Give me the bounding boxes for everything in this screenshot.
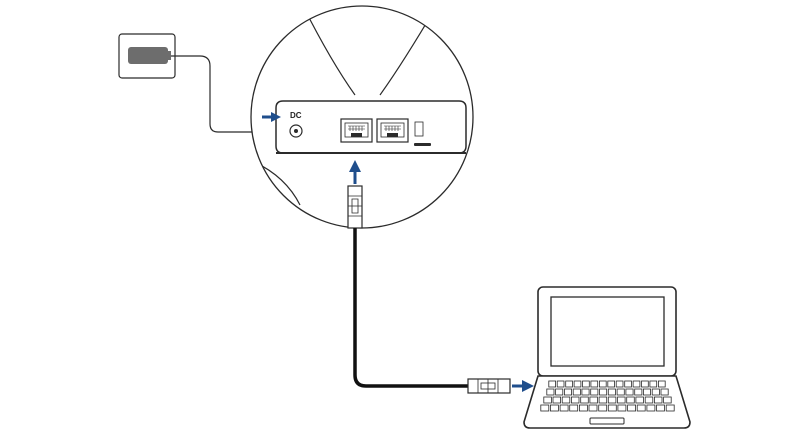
keyboard-key bbox=[546, 388, 555, 396]
ethernet-plug-icon bbox=[347, 185, 363, 229]
router-zoom-circle: DC bbox=[250, 5, 474, 229]
keyboard-key bbox=[598, 404, 608, 412]
keyboard-key bbox=[646, 404, 656, 412]
keyboard-key bbox=[643, 388, 652, 396]
keyboard-key bbox=[607, 380, 615, 388]
ethernet-plug-icon bbox=[467, 378, 511, 394]
keyboard-key bbox=[616, 388, 625, 396]
power-cable bbox=[171, 55, 262, 133]
keyboard-key bbox=[644, 396, 654, 404]
keyboard-key bbox=[540, 404, 550, 412]
keyboard-key bbox=[615, 380, 624, 388]
keyboard-key bbox=[607, 404, 617, 412]
laptop-keyboard bbox=[540, 380, 675, 412]
keyboard-key bbox=[636, 404, 646, 412]
keyboard-key bbox=[564, 388, 573, 396]
keyboard-key bbox=[569, 404, 579, 412]
keyboard-key bbox=[580, 396, 589, 404]
keyboard-key bbox=[598, 396, 608, 404]
laptop-icon bbox=[523, 286, 691, 429]
keyboard-key bbox=[627, 404, 636, 412]
keyboard-key bbox=[582, 380, 590, 388]
keyboard-key bbox=[599, 388, 608, 396]
keyboard-key bbox=[599, 380, 607, 388]
keyboard-key bbox=[649, 380, 658, 388]
ethernet-port-icon bbox=[340, 118, 373, 143]
keyboard-key bbox=[634, 388, 643, 396]
keyboard-key bbox=[617, 396, 626, 404]
keyboard-key bbox=[590, 380, 599, 388]
keyboard-key bbox=[651, 388, 660, 396]
keyboard-key bbox=[565, 380, 573, 388]
keyboard-key bbox=[573, 380, 582, 388]
dc-arrow-icon bbox=[262, 112, 281, 122]
keyboard-key bbox=[632, 380, 641, 388]
keyboard-key bbox=[641, 380, 649, 388]
keyboard-key bbox=[581, 388, 590, 396]
keyboard-key bbox=[561, 396, 571, 404]
keyboard-key bbox=[624, 380, 632, 388]
keyboard-key bbox=[590, 388, 599, 396]
keyboard-key bbox=[617, 404, 627, 412]
laptop-arrow-icon bbox=[512, 380, 534, 392]
keyboard-key bbox=[572, 388, 581, 396]
keyboard-key bbox=[658, 380, 666, 388]
ethernet-arrow-icon bbox=[349, 160, 361, 184]
keyboard-key bbox=[665, 404, 675, 412]
power-adapter-icon bbox=[128, 47, 171, 64]
keyboard-key bbox=[543, 396, 552, 404]
ethernet-port-icon bbox=[376, 118, 409, 143]
dc-label: DC bbox=[290, 111, 302, 120]
keyboard-key bbox=[588, 404, 598, 412]
keyboard-key bbox=[663, 396, 672, 404]
keyboard-key bbox=[548, 380, 556, 388]
keyboard-key bbox=[571, 396, 580, 404]
keyboard-key bbox=[556, 380, 565, 388]
keyboard-key bbox=[656, 404, 665, 412]
keyboard-key bbox=[660, 388, 669, 396]
keyboard-key bbox=[635, 396, 644, 404]
keyboard-key bbox=[625, 388, 634, 396]
keyboard-key bbox=[579, 404, 588, 412]
ethernet-cable bbox=[353, 228, 468, 388]
keyboard-key bbox=[559, 404, 569, 412]
keyboard-key bbox=[654, 396, 663, 404]
keyboard-key bbox=[550, 404, 559, 412]
keyboard-key bbox=[589, 396, 598, 404]
reset-slot-icon bbox=[414, 121, 431, 146]
keyboard-key bbox=[555, 388, 564, 396]
keyboard-key bbox=[626, 396, 635, 404]
keyboard-key bbox=[552, 396, 561, 404]
keyboard-key bbox=[607, 388, 616, 396]
keyboard-key bbox=[607, 396, 617, 404]
